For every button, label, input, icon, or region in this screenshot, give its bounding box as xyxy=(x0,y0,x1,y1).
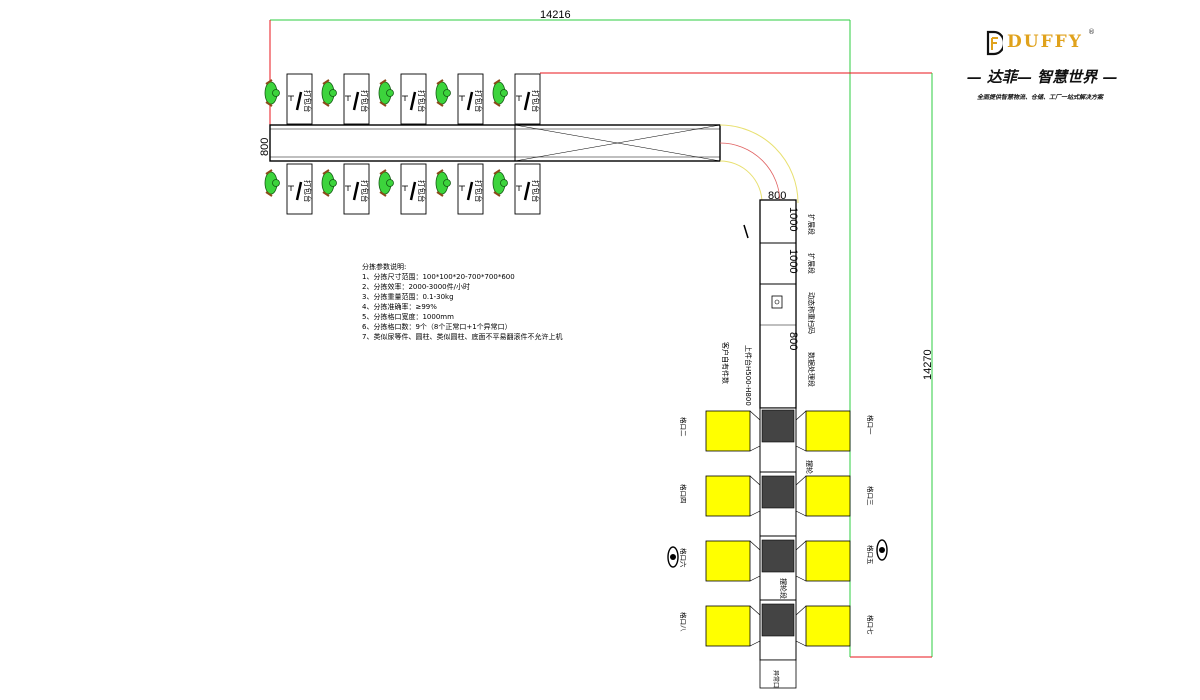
main-conveyor xyxy=(269,124,721,162)
worker-icon xyxy=(435,79,451,107)
packing-table-label: 打包台 xyxy=(303,90,313,113)
packing-table-label: 打包台 xyxy=(417,180,427,203)
spec-item: 6、分拣格口数：9个（8个正常口+1个异常口） xyxy=(362,323,512,331)
spec-notes: 分拣参数说明: 1、分拣尺寸范围：100*100*20-700*700*600 … xyxy=(362,262,562,342)
packing-table: 打包台 xyxy=(343,163,370,215)
port-label: 格口一 xyxy=(866,415,875,435)
dim-total-width: 14216 xyxy=(540,9,571,21)
operator-icon xyxy=(667,546,679,568)
curve-conveyor xyxy=(719,124,799,204)
spec-item: 4、分拣准确率：≥99% xyxy=(362,303,437,311)
packing-table: 打包台 xyxy=(400,73,427,125)
worker-icon xyxy=(492,79,508,107)
port-label: 格口三 xyxy=(866,486,875,506)
label-side-4: 数据处理段 xyxy=(807,352,816,387)
spec-item: 1、分拣尺寸范围：100*100*20-700*700*600 xyxy=(362,273,515,281)
packing-table: 打包台 xyxy=(514,73,541,125)
conveyor-mark-c: 800 xyxy=(787,332,799,350)
worker-icon xyxy=(435,169,451,197)
port-label: 格口四 xyxy=(679,484,688,504)
sorter-column xyxy=(759,407,797,689)
label-feed: 上件台H500-H800 xyxy=(744,345,753,406)
packing-tables-bottom: 打包台 打包台 打包台 打包台 打包台 xyxy=(286,163,541,215)
workers-top xyxy=(264,79,508,107)
workers-bottom xyxy=(264,169,508,197)
label-exception: 异常口 xyxy=(772,670,780,688)
packing-table: 打包台 xyxy=(457,73,484,125)
spec-item: 3、分拣重量范围：0.1-30kg xyxy=(362,293,454,301)
packing-table: 打包台 xyxy=(343,73,370,125)
brand-slogan: — 达菲— 智慧世界 — xyxy=(966,68,1118,86)
packing-table: 打包台 xyxy=(400,163,427,215)
conveyor-mark-a: 1000 xyxy=(787,207,799,231)
worker-icon xyxy=(321,79,337,107)
label-side-3: 动态称重扫码 xyxy=(807,292,816,334)
port-label: 格口二 xyxy=(679,417,688,437)
port-label: 格口五 xyxy=(866,545,875,565)
brand-subtitle: 全面提供智慧物流、仓储、工厂一站式解决方案 xyxy=(976,94,1103,101)
worker-icon xyxy=(264,169,280,197)
worker-icon xyxy=(321,169,337,197)
packing-table-label: 打包台 xyxy=(531,90,541,113)
port-label: 格口七 xyxy=(866,615,875,635)
packing-table-label: 打包台 xyxy=(531,180,541,203)
packing-tables-top: 打包台 打包台 打包台 打包台 打包台 xyxy=(286,73,541,125)
dim-total-height: 14270 xyxy=(922,349,934,380)
port-label: 格口六 xyxy=(679,548,688,568)
worker-icon xyxy=(378,169,394,197)
spec-item: 2、分拣效率：2000-3000件/小时 xyxy=(362,283,470,291)
vertical-conveyor xyxy=(743,199,797,409)
operator-icon xyxy=(876,539,888,561)
brand-logo: DUFFY ® — 达菲— 智慧世界 — 全面提供智慧物流、仓储、工厂一站式解决… xyxy=(967,28,1145,108)
label-sorter-1: 摆轮 xyxy=(805,460,814,474)
packing-table-label: 打包台 xyxy=(474,90,484,113)
packing-table-label: 打包台 xyxy=(474,180,484,203)
worker-icon xyxy=(378,79,394,107)
registered-mark: ® xyxy=(1088,28,1095,36)
worker-icon xyxy=(264,79,280,107)
brand-name: DUFFY xyxy=(1007,32,1083,52)
chutes-right xyxy=(795,410,851,647)
chutes-left xyxy=(705,410,761,647)
packing-table: 打包台 xyxy=(457,163,484,215)
label-side-1: 扩展段 xyxy=(807,214,816,235)
port-label: 格口八 xyxy=(679,612,688,632)
label-side-2: 扩展段 xyxy=(807,253,816,274)
dim-belt-width-side: 800 xyxy=(768,190,786,202)
packing-table: 打包台 xyxy=(514,163,541,215)
packing-table-label: 打包台 xyxy=(360,90,370,113)
dim-belt-width-top: 800 xyxy=(259,138,271,156)
packing-table: 打包台 xyxy=(286,73,313,125)
label-sorter-2: 摆轮段 xyxy=(779,578,788,599)
worker-icon xyxy=(492,169,508,197)
packing-table-label: 打包台 xyxy=(360,180,370,203)
spec-title: 分拣参数说明: xyxy=(362,263,407,271)
conveyor-mark-b: 1000 xyxy=(787,249,799,273)
label-note: 客户自有件数 xyxy=(721,342,730,384)
packing-table: 打包台 xyxy=(286,163,313,215)
packing-table-label: 打包台 xyxy=(417,90,427,113)
logo-mark-icon xyxy=(986,30,1003,56)
spec-item: 7、类似尿等件、圆柱、类似圆柱、底面不平易翻滚件不允许上机 xyxy=(362,333,563,341)
spec-item: 5、分拣格口宽度：1000mm xyxy=(362,313,454,321)
packing-table-label: 打包台 xyxy=(303,180,313,203)
